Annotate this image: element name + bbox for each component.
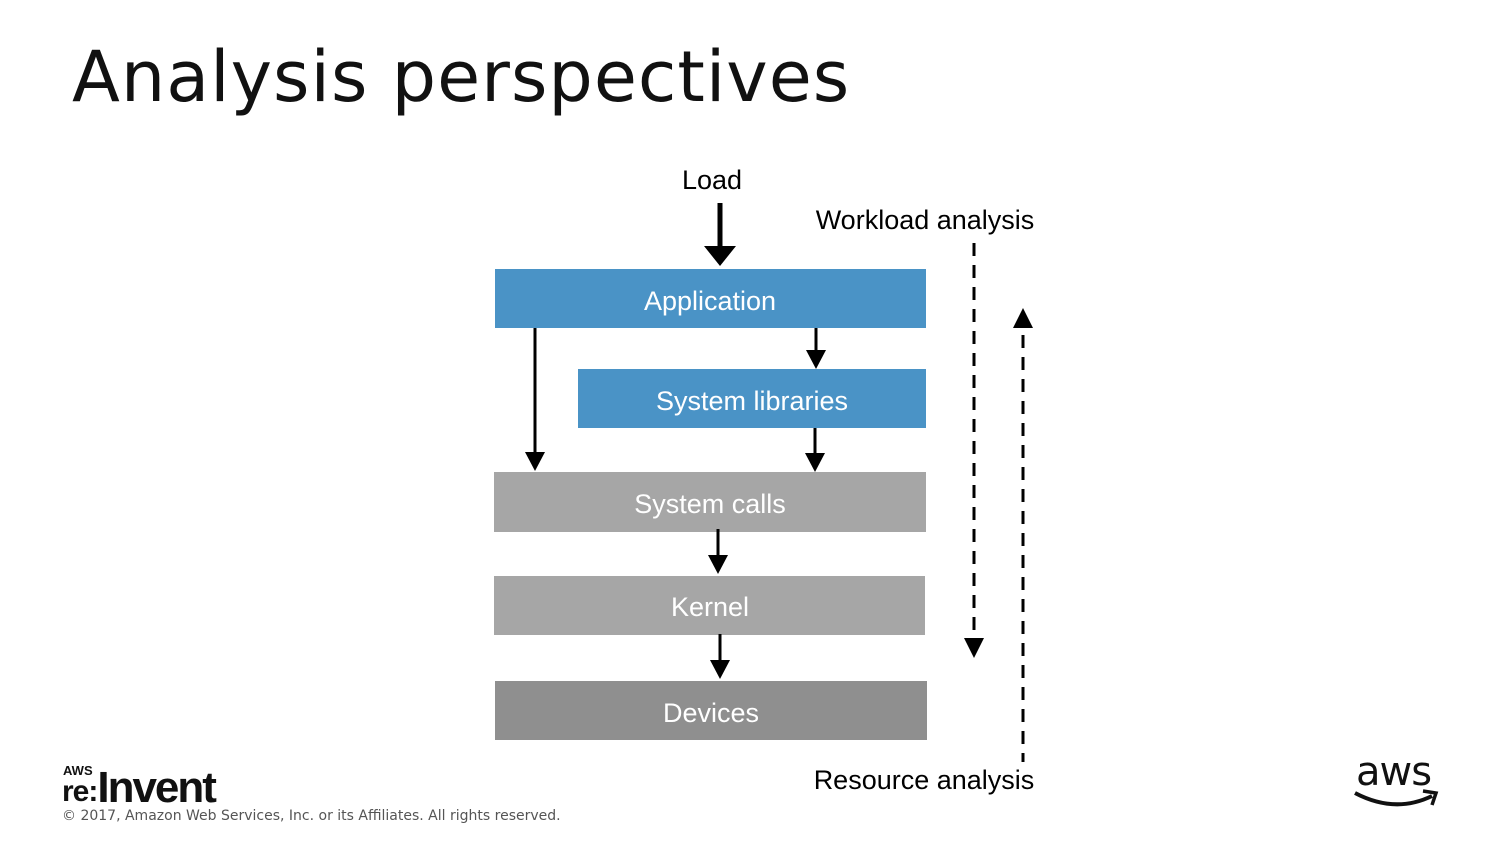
arrow-kernel-to-devices <box>710 634 730 679</box>
layer-label: Devices <box>663 698 759 728</box>
load-arrow <box>704 203 736 266</box>
layer-box <box>494 472 926 532</box>
workload-analysis-arrow <box>964 243 984 658</box>
arrow-system-calls-to-kernel <box>708 529 728 574</box>
layer-box <box>495 681 927 740</box>
layer-application: Application <box>495 269 926 328</box>
layer-box <box>495 269 926 328</box>
load-label: Load <box>682 165 742 195</box>
reinvent-logo-text: re:Invent <box>62 763 217 812</box>
layer-box <box>494 576 925 635</box>
layer-kernel: Kernel <box>494 576 925 635</box>
layer-box <box>578 369 926 428</box>
workload-analysis-label: Workload analysis <box>816 205 1035 235</box>
layer-label: System calls <box>634 489 786 519</box>
layer-system-libraries: System libraries <box>578 369 926 428</box>
layer-label: Kernel <box>671 592 749 622</box>
copyright-text: © 2017, Amazon Web Services, Inc. or its… <box>62 808 561 824</box>
slide-title: Analysis perspectives <box>72 36 851 118</box>
reinvent-logo-aws: AWS <box>63 763 93 778</box>
reinvent-logo-invent: Invent <box>97 763 217 812</box>
layer-label: Application <box>644 286 776 316</box>
resource-analysis-label: Resource analysis <box>814 765 1035 795</box>
arrow-application-to-system-calls <box>525 328 545 471</box>
layer-label: System libraries <box>656 386 848 416</box>
aws-smile-icon <box>1354 789 1439 807</box>
reinvent-logo-re: re: <box>62 775 98 808</box>
layer-devices: Devices <box>495 681 927 740</box>
resource-analysis-arrow <box>1013 308 1033 762</box>
arrow-system-libraries-to-system-calls <box>805 428 825 472</box>
arrow-application-to-system-libraries <box>806 328 826 369</box>
layer-system-calls: System calls <box>494 472 926 532</box>
aws-logo-text: aws <box>1356 749 1432 795</box>
